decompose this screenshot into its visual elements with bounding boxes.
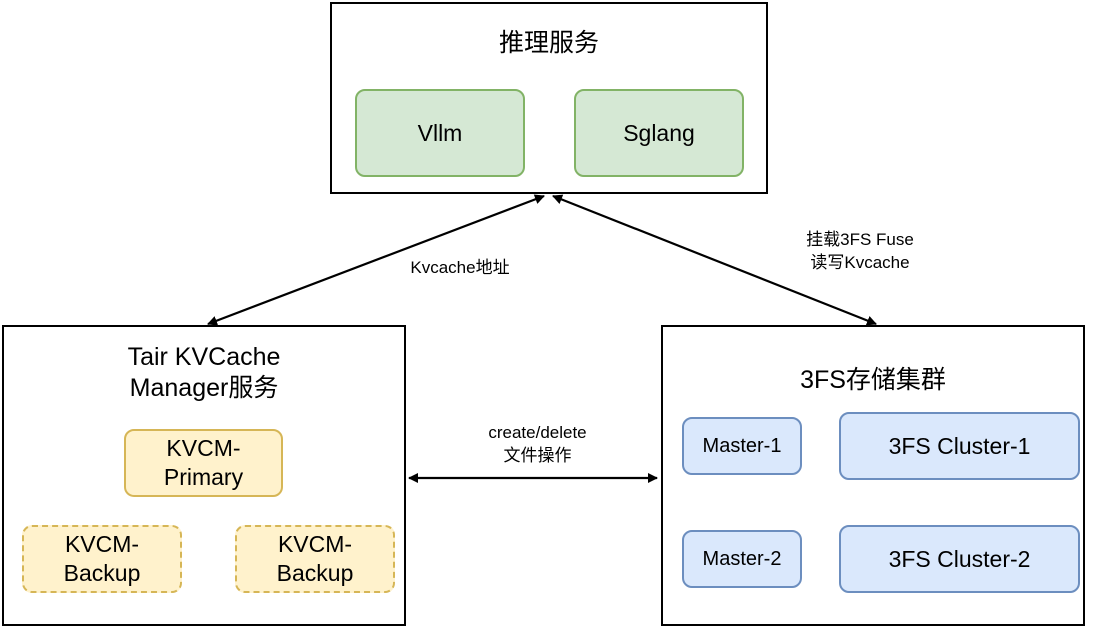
cluster-1-label: 3FS Cluster-1	[888, 432, 1031, 459]
kvcm-backup-1[interactable]: KVCM- Backup	[22, 525, 182, 593]
edge-label-mount-3fs-fuse: 挂载3FS Fuse 读写Kvcache	[806, 230, 914, 272]
kvcm-backup-2[interactable]: KVCM- Backup	[235, 525, 395, 593]
inference-service-box[interactable]: 推理服务 Vllm Sglang	[330, 2, 768, 194]
master-2-label: Master-2	[702, 547, 782, 570]
master-1[interactable]: Master-1	[682, 417, 802, 475]
kvcm-primary-label: KVCM- Primary	[163, 435, 244, 490]
engine-sglang[interactable]: Sglang	[574, 89, 744, 177]
engine-sglang-label: Sglang	[623, 119, 695, 146]
kvcm-backup-1-label: KVCM- Backup	[63, 531, 141, 586]
cluster-2[interactable]: 3FS Cluster-2	[839, 525, 1080, 593]
engine-vllm-label: Vllm	[417, 119, 463, 146]
kvcm-primary[interactable]: KVCM- Primary	[124, 429, 283, 497]
kvcache-manager-title: Tair KVCache Manager服务	[127, 343, 281, 402]
engine-vllm[interactable]: Vllm	[355, 89, 525, 177]
inference-service-title: 推理服务	[498, 29, 599, 57]
cluster-1[interactable]: 3FS Cluster-1	[839, 412, 1080, 480]
cluster-2-label: 3FS Cluster-2	[888, 545, 1031, 572]
edge-label-kvcache-address: Kvcache地址	[410, 258, 510, 277]
kvcm-backup-2-label: KVCM- Backup	[276, 531, 354, 586]
storage-cluster-title: 3FS存储集群	[800, 366, 946, 394]
kvcache-manager-box[interactable]: Tair KVCache Manager服务 KVCM- Primary KVC…	[2, 325, 406, 626]
storage-cluster-box[interactable]: 3FS存储集群 Master-1 3FS Cluster-1 Master-2 …	[661, 325, 1085, 626]
master-2[interactable]: Master-2	[682, 530, 802, 588]
master-1-label: Master-1	[702, 434, 782, 457]
edge-label-create-delete: create/delete 文件操作	[488, 423, 587, 465]
